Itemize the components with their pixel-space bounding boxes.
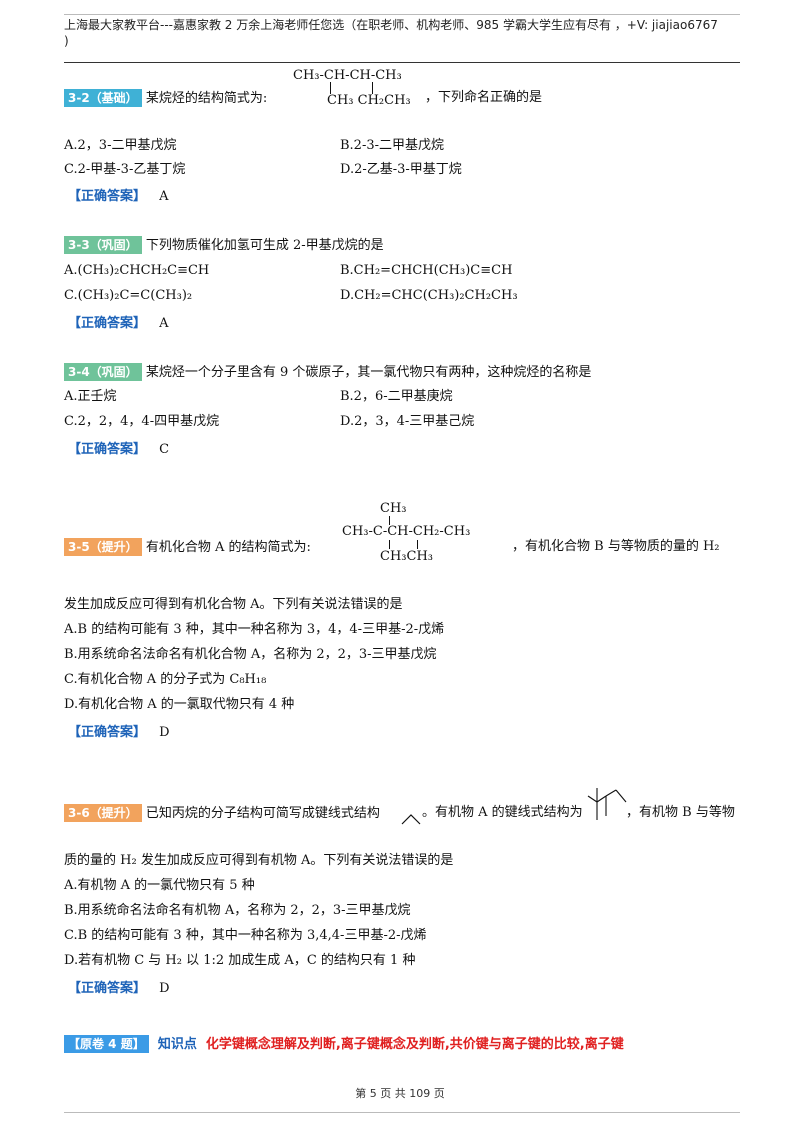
q32-stem: 某烷烃的结构简式为:: [145, 91, 268, 106]
q35-option-a: A.B 的结构可能有 3 种，其中一种名称为 3，4，4-三甲基-2-戊烯: [64, 622, 445, 637]
q32-bond-1: [330, 82, 331, 94]
propane-skeletal-icon: [401, 814, 421, 825]
q32-answer-row: 【正确答案】 A: [68, 185, 169, 204]
q32-bond-2: [372, 82, 373, 94]
q34-stem-row: 3-4（巩固） 某烷烃一个分子里含有 9 个碳原子，其一氯代物只有两种，这种烷烃…: [64, 363, 591, 382]
q36-option-a: A.有机物 A 的一氯代物只有 5 种: [64, 878, 255, 893]
q35-stem: 有机化合物 A 的结构简式为:: [145, 540, 311, 555]
q33-option-b: B.CH₂=CHCH(CH₃)C≡CH: [340, 263, 513, 278]
q34-answer-value: C: [159, 442, 170, 457]
molecule-a-skeletal-icon: [587, 788, 627, 820]
q36-stem-b: 。有机物 A 的键线式结构为: [422, 805, 583, 820]
q33-stem-row: 3-3（巩固） 下列物质催化加氢可生成 2-甲基戊烷的是: [64, 236, 384, 255]
q36-stem-2: 质的量的 H₂ 发生加成反应可得到有机物 A。下列有关说法错误的是: [64, 853, 454, 868]
q32-tag: 3-2（基础）: [64, 89, 142, 107]
q33-option-d: D.CH₂=CHC(CH₃)₂CH₂CH₃: [340, 288, 518, 303]
q32-option-b: B.2-3-二甲基戊烷: [340, 138, 445, 153]
header-line-2: ): [64, 34, 69, 48]
q33-answer-value: A: [159, 316, 169, 331]
q35-stem-2: 发生加成反应可得到有机化合物 A。下列有关说法错误的是: [64, 597, 403, 612]
q36-stem-a: 已知丙烷的分子结构可简写成键线式结构: [145, 806, 380, 821]
q36-option-c: C.B 的结构可能有 3 种，其中一种名称为 3,4,4-三甲基-2-戊烯: [64, 928, 427, 943]
q32-answer-value: A: [159, 189, 169, 204]
q35-answer-label: 【正确答案】: [68, 725, 147, 740]
q35-bond-2: [389, 540, 390, 549]
q36-option-b: B.用系统命名法命名有机物 A，名称为 2，2，3-三甲基戊烷: [64, 903, 411, 918]
knowledge-point-text: 化学键概念理解及判断,离子键概念及判断,共价键与离子键的比较,离子键: [205, 1037, 624, 1052]
q32-structure-top: CH₃-CH-CH-CH₃: [293, 68, 402, 83]
q35-stem-tail: ，有机化合物 B 与等物质的量的 H₂: [512, 539, 720, 554]
q35-tag: 3-5（提升）: [64, 538, 142, 556]
q34-option-b: B.2，6-二甲基庚烷: [340, 389, 453, 404]
original-question-tag: 【原卷 4 题】: [64, 1035, 149, 1053]
q36-answer-row: 【正确答案】 D: [68, 977, 170, 996]
q34-stem: 某烷烃一个分子里含有 9 个碳原子，其一氯代物只有两种，这种烷烃的名称是: [145, 365, 592, 380]
q36-stem-row: 3-6（提升） 已知丙烷的分子结构可简写成键线式结构: [64, 804, 380, 823]
knowledge-point-label: 知识点: [157, 1037, 197, 1052]
page-header: 上海最大家教平台---嘉惠家教 2 万余上海老师任您选（在职老师、机构老师、98…: [64, 17, 736, 49]
footer-rule: [64, 1112, 740, 1113]
q33-tag: 3-3（巩固）: [64, 236, 142, 254]
q34-answer-label: 【正确答案】: [68, 442, 147, 457]
q34-answer-row: 【正确答案】 C: [68, 438, 169, 457]
q35-option-d: D.有机化合物 A 的一氯取代物只有 4 种: [64, 697, 295, 712]
q33-answer-row: 【正确答案】 A: [68, 312, 169, 331]
q35-structure-top: CH₃: [380, 501, 407, 516]
header-rule: [64, 62, 740, 63]
q32-option-d: D.2-乙基-3-甲基丁烷: [340, 162, 462, 177]
q32-structure-bottom: CH₃ CH₂CH₃: [327, 93, 411, 108]
q36-tag: 3-6（提升）: [64, 804, 142, 822]
q36-option-d: D.若有机物 C 与 H₂ 以 1:2 加成生成 A，C 的结构只有 1 种: [64, 953, 416, 968]
q34-tag: 3-4（巩固）: [64, 363, 142, 381]
q32-option-c: C.2-甲基-3-乙基丁烷: [64, 162, 186, 177]
knowledge-point-row: 【原卷 4 题】 知识点 化学键概念理解及判断,离子键概念及判断,共价键与离子键…: [64, 1033, 624, 1053]
q35-bond-3: [417, 540, 418, 549]
q36-answer-value: D: [159, 981, 170, 996]
q35-option-b: B.用系统命名法命名有机化合物 A，名称为 2，2，3-三甲基戊烷: [64, 647, 437, 662]
q34-option-d: D.2，3，4-三甲基己烷: [340, 414, 475, 429]
q33-stem: 下列物质催化加氢可生成 2-甲基戊烷的是: [145, 238, 384, 253]
q32-stem-row: 3-2（基础） 某烷烃的结构简式为:: [64, 89, 267, 108]
q32-option-a: A.2，3-二甲基戊烷: [64, 138, 177, 153]
q36-stem-c: ，有机物 B 与等物: [626, 805, 735, 820]
q33-option-a: A.(CH₃)₂CHCH₂C≡CH: [64, 263, 210, 278]
q35-stem-row: 3-5（提升） 有机化合物 A 的结构简式为:: [64, 538, 311, 557]
q32-answer-label: 【正确答案】: [68, 189, 147, 204]
q33-answer-label: 【正确答案】: [68, 316, 147, 331]
q34-option-c: C.2，2，4，4-四甲基戊烷: [64, 414, 220, 429]
q35-answer-row: 【正确答案】 D: [68, 721, 170, 740]
header-top-rule: [64, 14, 740, 15]
page-number: 第 5 页 共 109 页: [355, 1087, 445, 1100]
q35-structure-bottom: CH₃CH₃: [380, 549, 433, 564]
header-line-1: 上海最大家教平台---嘉惠家教 2 万余上海老师任您选（在职老师、机构老师、98…: [64, 18, 718, 32]
q35-structure-mid: CH₃-C-CH-CH₂-CH₃: [342, 524, 471, 539]
q34-option-a: A.正壬烷: [64, 389, 117, 404]
q35-option-c: C.有机化合物 A 的分子式为 C₈H₁₈: [64, 672, 267, 687]
q32-stem-tail: ，下列命名正确的是: [425, 90, 543, 105]
q33-option-c: C.(CH₃)₂C=C(CH₃)₂: [64, 288, 193, 303]
q35-bond-1: [389, 516, 390, 525]
q36-answer-label: 【正确答案】: [68, 981, 147, 996]
q35-answer-value: D: [159, 725, 170, 740]
